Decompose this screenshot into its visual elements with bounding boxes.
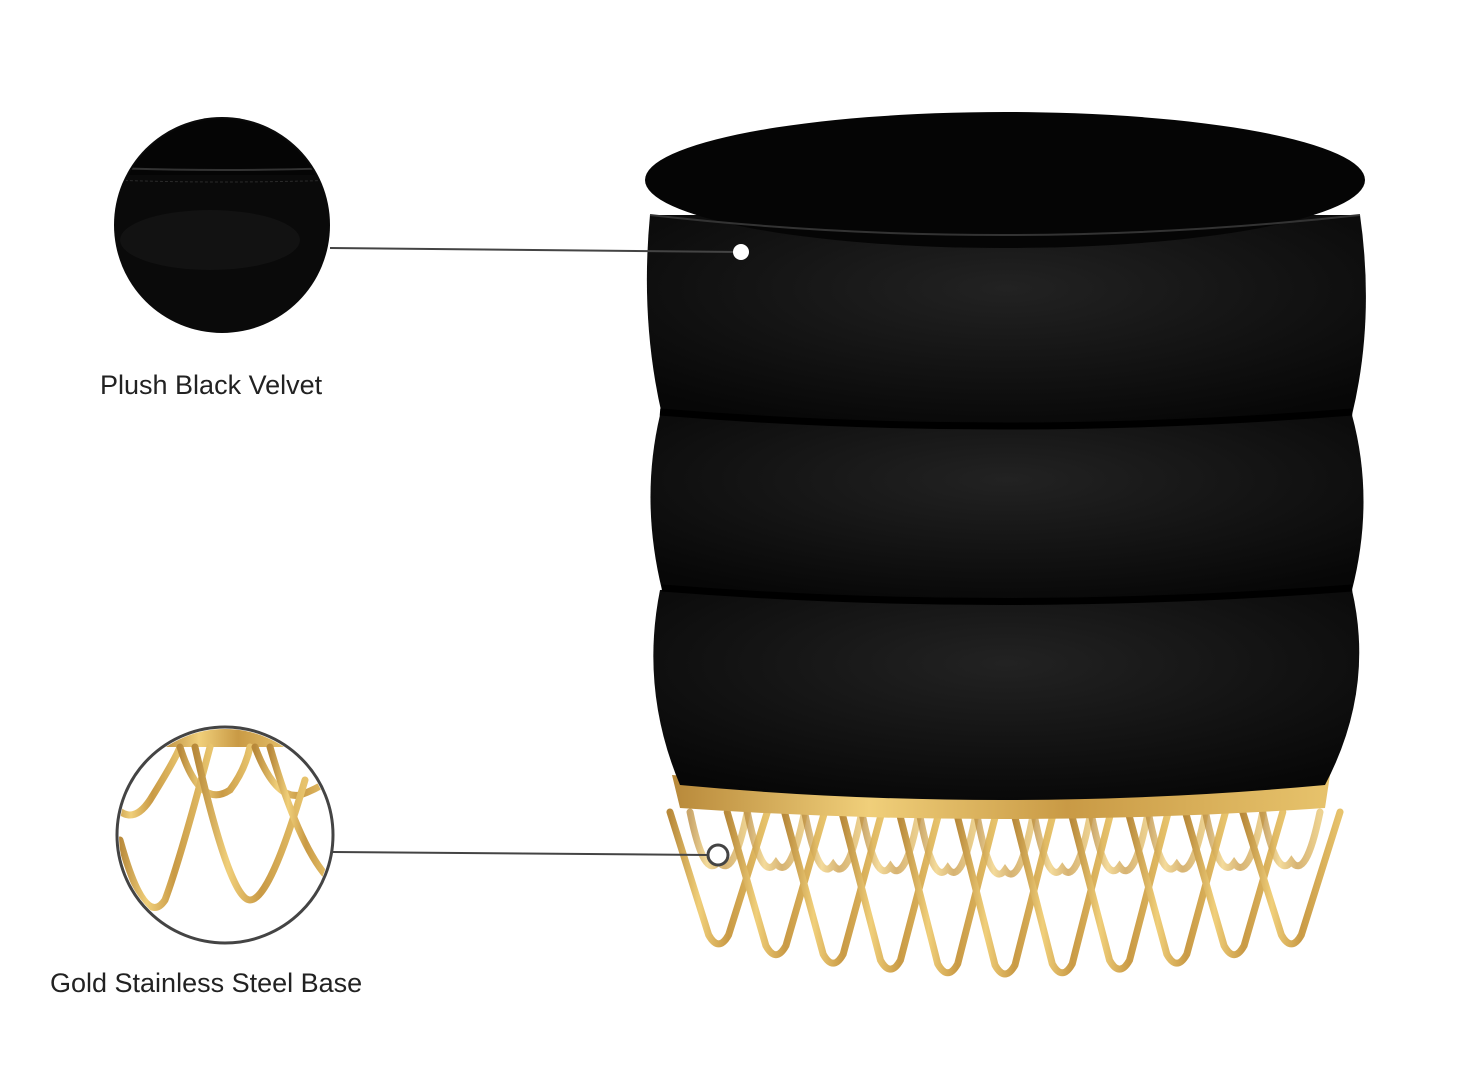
wire-loop — [1239, 808, 1344, 948]
callout-ring — [706, 843, 730, 867]
wire-loop — [1010, 808, 1115, 977]
callout-line — [332, 851, 709, 856]
piping-seam — [661, 584, 1353, 605]
velvet-closeup-callout — [114, 117, 749, 333]
base-closeup-callout — [115, 725, 730, 945]
wire-loop — [895, 808, 1000, 977]
wire-loop — [838, 808, 943, 973]
bottom-tier — [653, 590, 1360, 800]
wire-loop — [781, 808, 886, 967]
wire-loop — [1124, 808, 1229, 967]
wire-loop — [1181, 808, 1287, 959]
callout-label-velvet: Plush Black Velvet — [100, 370, 323, 400]
gold-wire-legs — [666, 808, 1344, 978]
middle-tier — [650, 415, 1364, 600]
ottoman-body — [645, 112, 1366, 800]
wire-loop — [666, 808, 771, 948]
seat-top — [645, 112, 1365, 248]
callout-dot — [733, 244, 749, 260]
piping-seam — [659, 408, 1353, 430]
top-tier — [646, 215, 1366, 425]
wire-loop — [723, 808, 829, 959]
wire-loop — [952, 808, 1058, 978]
wire-loop — [1067, 808, 1172, 973]
wire-loop — [1259, 808, 1324, 870]
callout-line — [329, 247, 741, 253]
callout-label-base: Gold Stainless Steel Base — [50, 968, 363, 998]
